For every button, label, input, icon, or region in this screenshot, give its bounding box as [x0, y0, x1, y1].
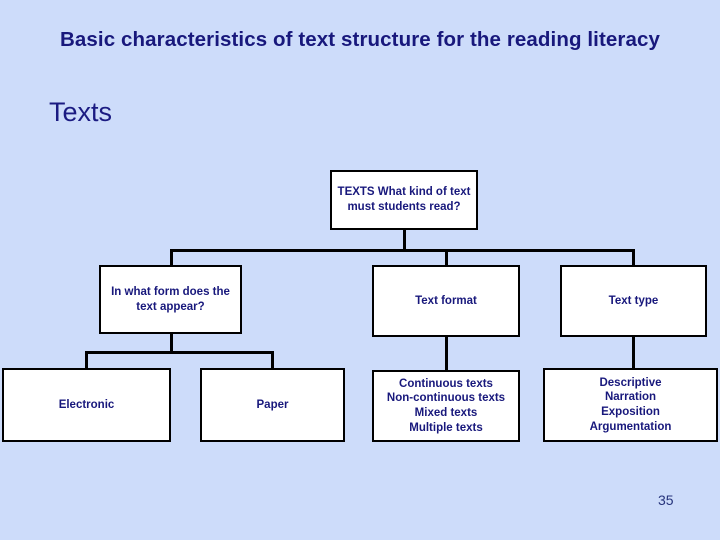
connector-drop-electronic: [85, 351, 88, 370]
page-number: 35: [658, 492, 674, 508]
connector-root-stem: [403, 230, 406, 251]
connector-drop-form: [170, 249, 173, 267]
connector-drop-paper: [271, 351, 274, 370]
diagram-node-paper: Paper: [200, 368, 345, 442]
diagram-node-text-format: Text format: [372, 265, 520, 337]
diagram-node-continuous-texts: Continuous texts Non-continuous texts Mi…: [372, 370, 520, 442]
diagram-node-descriptive: Descriptive Narration Exposition Argumen…: [543, 368, 718, 442]
diagram-node-texts-root: TEXTS What kind of text must students re…: [330, 170, 478, 230]
slide-subtitle: Texts: [49, 97, 113, 127]
connector-main-bar: [170, 249, 634, 252]
connector-form-stem: [170, 334, 173, 353]
page-title: Basic characteristics of text structure …: [60, 28, 660, 51]
diagram-node-electronic: Electronic: [2, 368, 171, 442]
connector-form-bar: [85, 351, 273, 354]
connector-type-to-descriptive: [632, 337, 635, 370]
diagram-node-text-type: Text type: [560, 265, 707, 337]
connector-drop-text-format: [445, 249, 448, 267]
connector-format-to-continuous: [445, 337, 448, 371]
diagram-node-form: In what form does the text appear?: [99, 265, 242, 334]
connector-drop-text-type: [632, 249, 635, 267]
